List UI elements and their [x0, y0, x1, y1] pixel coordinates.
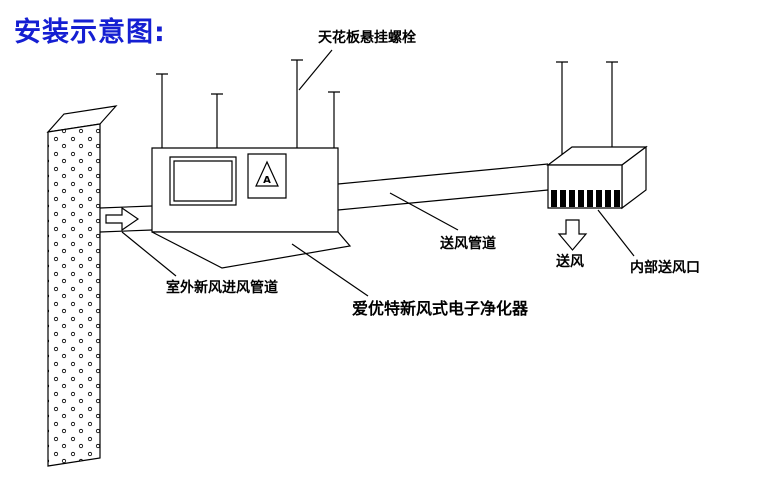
label-supply-duct: 送风管道	[439, 235, 496, 252]
leader-lines	[121, 49, 635, 297]
leader-ceiling-bolt	[298, 49, 333, 91]
outlet-front-face	[547, 164, 623, 209]
leader-outdoor-intake	[121, 231, 177, 277]
supply-duct-bottom-line	[337, 189, 549, 211]
hanger-rod	[211, 93, 223, 148]
hanger-rod	[606, 61, 618, 150]
label-purifier: 爱优特新风式电子净化器	[352, 299, 529, 318]
purifier-label-plate	[247, 153, 287, 199]
supply-duct-top-line	[337, 163, 549, 185]
label-supply-air: 送风	[555, 253, 584, 270]
label-ceiling-bolt: 天花板悬挂螺栓	[318, 29, 416, 46]
warning-triangle-mark: A	[263, 175, 271, 186]
purifier-unit: A	[151, 147, 352, 269]
label-outdoor-intake: 室外新风进风管道	[166, 279, 278, 296]
purifier-access-panel-inner	[173, 160, 233, 202]
ceiling-hanger-rods	[156, 59, 618, 157]
hanger-rod	[328, 91, 340, 148]
leader-supply-duct	[389, 192, 459, 231]
intake-duct-bottom-line	[99, 229, 153, 233]
airflow-right-arrow-icon	[105, 206, 140, 232]
diagram-labels: 天花板悬挂螺栓 送风管道 送风 内部送风口 室外新风进风管道 爱优特新风式电子净…	[166, 29, 700, 318]
airflow-down-arrow-icon	[557, 219, 588, 251]
indoor-outlet-unit	[546, 145, 648, 251]
wall-stipple-texture	[48, 124, 100, 466]
outlet-grille	[551, 190, 620, 207]
outdoor-wall	[46, 105, 118, 467]
leader-purifier	[291, 243, 369, 297]
hanger-rod	[156, 73, 168, 148]
supply-duct	[337, 163, 549, 211]
hanger-rod	[556, 61, 568, 157]
warning-triangle-icon	[255, 160, 279, 187]
page-title: 安装示意图:	[14, 17, 166, 48]
label-internal-outlet: 内部送风口	[630, 259, 700, 276]
fresh-air-intake-duct	[99, 205, 153, 233]
intake-duct-top-line	[99, 205, 153, 209]
leader-internal-outlet	[597, 209, 635, 257]
hanger-rod	[291, 59, 303, 148]
purifier-bottom-face	[151, 231, 352, 269]
purifier-access-panel	[169, 156, 237, 206]
